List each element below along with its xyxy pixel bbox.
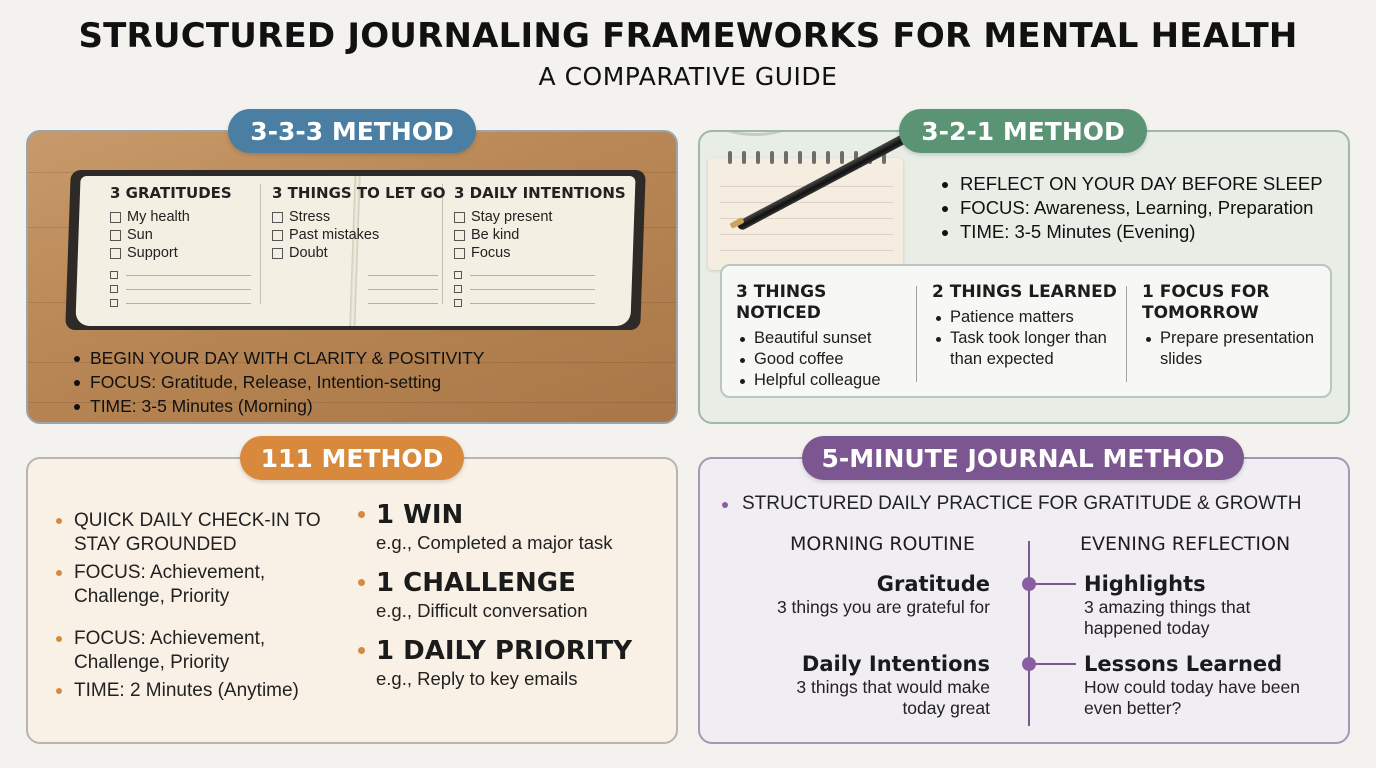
item-heading: 1 CHALLENGE — [376, 568, 576, 598]
item-heading: 1 DAILY PRIORITY — [376, 636, 633, 666]
column-heading: 2 THINGS LEARNED — [932, 282, 1117, 302]
summary-bullet: QUICK DAILY CHECK-IN TO STAY GROUNDED — [56, 509, 326, 557]
evening-item: Highlights 3 amazing things that happene… — [1084, 571, 1284, 639]
evening-heading: EVENING REFLECTION — [1080, 533, 1291, 555]
method-333-summary: BEGIN YOUR DAY WITH CLARITY & POSITIVITY… — [72, 346, 484, 418]
method-321-panel: REFLECT ON YOUR DAY BEFORE SLEEP FOCUS: … — [698, 130, 1350, 424]
checkbox-icon — [110, 211, 121, 223]
method-111-summary: QUICK DAILY CHECK-IN TO STAY GROUNDED FO… — [56, 509, 326, 707]
timeline-connector — [1036, 663, 1076, 665]
list-item: 1 CHALLENGE e.g., Difficult conversation — [358, 567, 632, 623]
column-heading: 3 THINGS NOTICED — [736, 282, 827, 323]
item-example: e.g., Completed a major task — [376, 532, 613, 553]
page-title: STRUCTURED JOURNALING FRAMEWORKS FOR MEN… — [78, 16, 1298, 56]
checkbox-icon — [110, 247, 121, 259]
item-desc: 3 things that would make today great — [796, 677, 990, 718]
checklist-item: My health — [110, 208, 251, 226]
checkbox-icon — [272, 247, 283, 259]
list-item: 1 DAILY PRIORITY e.g., Reply to key emai… — [358, 635, 632, 691]
checkbox-icon — [454, 229, 465, 241]
item-heading: Lessons Learned — [1084, 652, 1283, 676]
method-111-badge: 111 METHOD — [240, 436, 464, 480]
checklist-item: Stay present — [454, 208, 626, 226]
timeline-node-icon — [1022, 577, 1036, 591]
focus-column: 1 FOCUS FOR TOMORROW Prepare presentatio… — [1142, 282, 1322, 370]
timeline-node-icon — [1022, 657, 1036, 671]
list-item: Patience matters — [932, 307, 1122, 328]
item-heading: Gratitude — [876, 572, 990, 596]
summary-bullet: TIME: 2 Minutes (Anytime) — [56, 679, 326, 703]
item-heading: 1 WIN — [376, 500, 464, 530]
item-desc: How could today have been even better? — [1084, 677, 1300, 718]
column-heading: 3 GRATITUDES — [110, 184, 232, 202]
checkbox-icon — [454, 247, 465, 259]
summary-bullet: BEGIN YOUR DAY WITH CLARITY & POSITIVITY — [72, 346, 484, 370]
let-go-column: 3 THINGS TO LET GO Stress Past mistakes … — [272, 184, 445, 310]
summary-bullet: TIME: 3-5 Minutes (Morning) — [72, 394, 484, 418]
summary-bullet: FOCUS: Gratitude, Release, Intention-set… — [72, 370, 484, 394]
gratitudes-column: 3 GRATITUDES My health Sun Support — [110, 184, 251, 310]
item-heading: Daily Intentions — [801, 652, 990, 676]
checklist-item: Doubt — [272, 244, 445, 262]
summary-bullet: FOCUS: Achievement, Challenge, Priority — [56, 627, 326, 675]
checklist-item: Past mistakes — [272, 226, 445, 244]
page-subtitle: A COMPARATIVE GUIDE — [538, 62, 838, 91]
item-example: e.g., Difficult conversation — [376, 600, 588, 621]
list-item: Good coffee — [736, 349, 916, 370]
item-heading: Highlights — [1084, 572, 1206, 596]
method-111-panel: QUICK DAILY CHECK-IN TO STAY GROUNDED FO… — [26, 457, 678, 744]
item-desc: 3 things you are grateful for — [776, 597, 990, 617]
checklist-item: Stress — [272, 208, 445, 226]
timeline-line — [1028, 541, 1030, 726]
summary-bullet: TIME: 3-5 Minutes (Evening) — [940, 220, 1323, 244]
noticed-column: 3 THINGS NOTICED Beautiful sunset Good c… — [736, 282, 916, 391]
evening-item: Lessons Learned How could today have bee… — [1084, 651, 1324, 719]
list-item: Prepare presentation slides — [1142, 328, 1322, 370]
list-item: Task took longer than than expected — [932, 328, 1122, 370]
summary-bullet: FOCUS: Awareness, Learning, Preparation — [940, 196, 1323, 220]
checkbox-icon — [272, 229, 283, 241]
method-5min-panel: STRUCTURED DAILY PRACTICE FOR GRATITUDE … — [698, 457, 1350, 744]
item-example: e.g., Reply to key emails — [376, 668, 578, 689]
checkbox-icon — [272, 211, 283, 223]
column-heading: 1 FOCUS FOR TOMORROW — [1142, 282, 1270, 323]
morning-item: Daily Intentions 3 things that would mak… — [770, 651, 990, 719]
method-5min-intro: STRUCTURED DAILY PRACTICE FOR GRATITUDE … — [722, 493, 1301, 515]
learned-column: 2 THINGS LEARNED Patience matters Task t… — [932, 282, 1122, 370]
method-5min-badge: 5-MINUTE JOURNAL METHOD — [802, 436, 1244, 480]
list-item: Helpful colleague — [736, 370, 916, 391]
column-heading: 3 DAILY INTENTIONS — [454, 184, 626, 202]
checklist-item: Focus — [454, 244, 626, 262]
method-321-summary: REFLECT ON YOUR DAY BEFORE SLEEP FOCUS: … — [940, 172, 1323, 244]
intentions-column: 3 DAILY INTENTIONS Stay present Be kind … — [454, 184, 626, 310]
checkbox-icon — [110, 229, 121, 241]
method-333-badge: 3-3-3 METHOD — [228, 109, 476, 153]
morning-heading: MORNING ROUTINE — [790, 533, 975, 555]
notepad-illustration — [708, 151, 903, 270]
timeline-connector — [1036, 583, 1076, 585]
list-item: Beautiful sunset — [736, 328, 916, 349]
method-333-panel: 3 GRATITUDES My health Sun Support 3 THI… — [26, 130, 678, 424]
summary-bullet: REFLECT ON YOUR DAY BEFORE SLEEP — [940, 172, 1323, 196]
checkbox-icon — [454, 211, 465, 223]
column-heading: 3 THINGS TO LET GO — [272, 184, 446, 202]
checklist-item: Be kind — [454, 226, 626, 244]
checklist-item: Sun — [110, 226, 251, 244]
morning-item: Gratitude 3 things you are grateful for — [750, 571, 990, 618]
item-desc: 3 amazing things that happened today — [1084, 597, 1251, 638]
method-321-badge: 3-2-1 METHOD — [899, 109, 1147, 153]
list-item: 1 WIN e.g., Completed a major task — [358, 499, 632, 555]
summary-bullet: FOCUS: Achievement, Challenge, Priority — [56, 561, 326, 609]
cup-illustration — [720, 132, 790, 136]
method-111-items: 1 WIN e.g., Completed a major task 1 CHA… — [358, 499, 632, 703]
checklist-item: Support — [110, 244, 251, 262]
method-321-card: 3 THINGS NOTICED Beautiful sunset Good c… — [720, 264, 1332, 398]
